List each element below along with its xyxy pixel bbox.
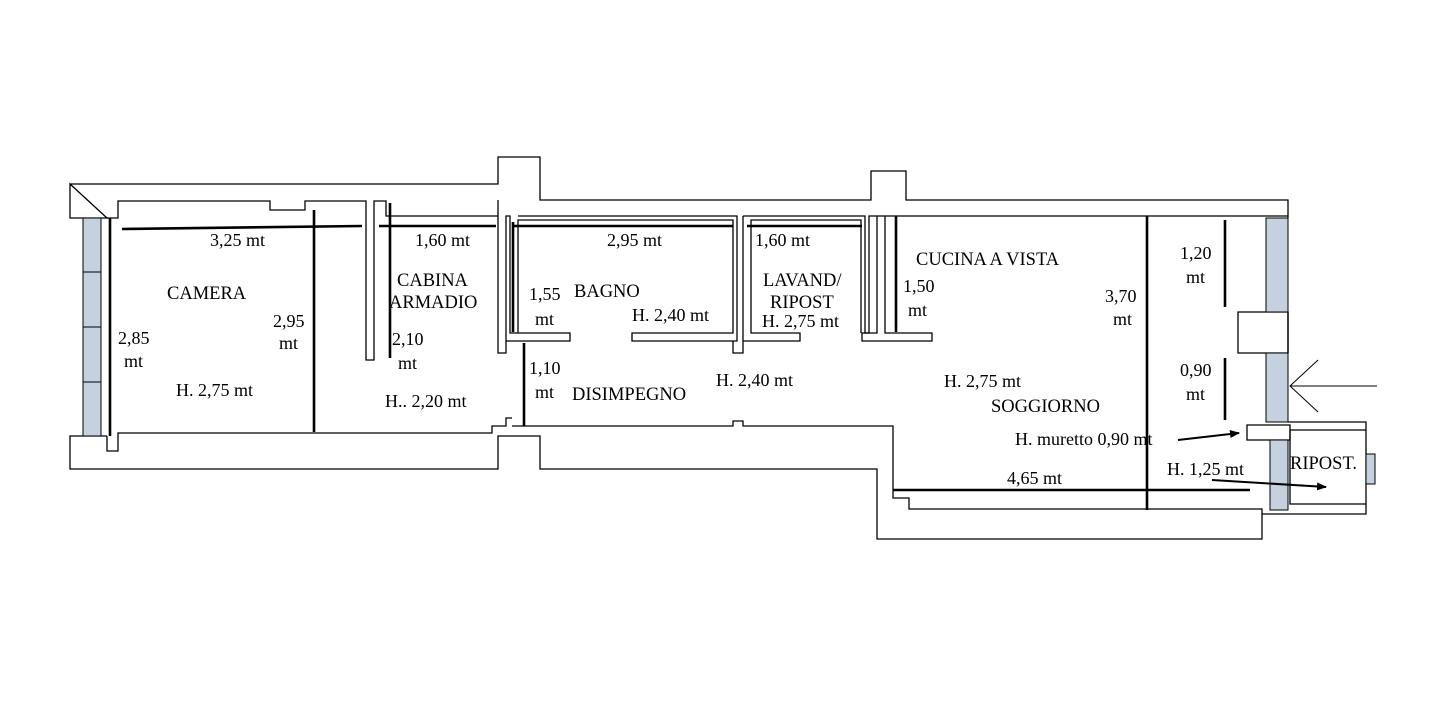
dim-label-right-upper: 1,20 xyxy=(1180,243,1212,263)
height-label-cabina: H.. 2,20 mt xyxy=(385,391,467,411)
height-label-bagno: H. 2,40 mt xyxy=(632,305,709,325)
entrance-arrow-icon xyxy=(1289,359,1319,413)
muretto-arrow-icon xyxy=(1177,430,1240,441)
dim-label-right-upper-unit: mt xyxy=(1186,267,1205,287)
dim-label-right-lower: 0,90 xyxy=(1180,360,1212,380)
dim-label-cabina-depth-unit: mt xyxy=(398,353,417,373)
inner-wall-bagno xyxy=(497,200,738,354)
dim-label-camera-width: 3,25 mt xyxy=(210,230,265,250)
room-label-camera: CAMERA xyxy=(167,284,247,304)
dim-label-lavand-width: 1,60 mt xyxy=(755,230,810,250)
right-wall-pier xyxy=(1237,311,1289,354)
room-label-bagno: BAGNO xyxy=(574,282,640,302)
inner-wall-bottom-left xyxy=(106,417,512,452)
dim-label-soggiorno-depth-unit: mt xyxy=(1113,309,1132,329)
dim-label-bagno-depth: 1,55 xyxy=(529,284,561,304)
height-label-camera: H. 2,75 mt xyxy=(176,380,253,400)
room-label-ripost: RIPOST. xyxy=(1290,454,1357,474)
room-label-cabina-2: ARMADIO xyxy=(389,293,477,313)
dim-label-bagno-width: 2,95 mt xyxy=(607,230,662,250)
dim-label-right-lower-unit: mt xyxy=(1186,384,1205,404)
height-label-disimpegno: H. 2,40 mt xyxy=(716,370,793,390)
height-label-ripost: H. 1,25 mt xyxy=(1167,459,1244,479)
height-label-lavand: H. 2,75 mt xyxy=(762,311,839,331)
dim-label-cucina-depth-unit: mt xyxy=(908,300,927,320)
muretto xyxy=(1246,424,1291,441)
dim-label-disimpegno-depth: 1,10 xyxy=(529,358,561,378)
window-ripost-left xyxy=(1269,439,1289,511)
dim-label-cucina-depth: 1,50 xyxy=(903,276,935,296)
window-ripost-right xyxy=(1365,453,1376,485)
inner-wall-bottom-mid xyxy=(512,420,1263,514)
dim-label-camera-inner-unit: mt xyxy=(279,333,298,353)
dim-label-cabina-width: 1,60 mt xyxy=(415,230,470,250)
room-label-lavand-2: RIPOST xyxy=(770,293,834,313)
height-label-soggiorno: H. 2,75 mt xyxy=(944,371,1021,391)
window-soggiorno-upper xyxy=(1265,217,1289,313)
outer-wall xyxy=(69,156,1367,540)
room-label-cucina: CUCINA A VISTA xyxy=(916,250,1060,270)
inner-wall-cucina xyxy=(861,215,1288,342)
dim-label-cabina-depth: 2,10 xyxy=(392,329,424,349)
room-label-disimpegno: DISIMPEGNO xyxy=(572,385,686,405)
dim-label-camera-depth-unit: mt xyxy=(124,351,143,371)
room-label-lavand-1: LAVAND/ xyxy=(763,271,842,291)
dim-label-camera-inner: 2,95 xyxy=(273,311,305,331)
dim-label-bagno-depth-unit: mt xyxy=(535,309,554,329)
window-soggiorno-lower xyxy=(1265,352,1289,423)
dim-label-soggiorno-depth: 3,70 xyxy=(1105,286,1137,306)
dim-label-camera-depth: 2,85 xyxy=(118,328,150,348)
dim-label-disimpegno-depth-unit: mt xyxy=(535,382,554,402)
dim-label-soggiorno-width: 4,65 mt xyxy=(1007,468,1062,488)
dim-line-camera-width xyxy=(121,224,363,231)
inner-wall-top-left xyxy=(107,200,498,361)
room-label-soggiorno: SOGGIORNO xyxy=(991,397,1100,417)
ripost-arrow-icon xyxy=(1211,479,1327,491)
height-label-muretto: H. muretto 0,90 mt xyxy=(1015,429,1153,449)
room-label-cabina-1: CABINA xyxy=(397,271,469,291)
ripost-inner xyxy=(1289,429,1366,505)
